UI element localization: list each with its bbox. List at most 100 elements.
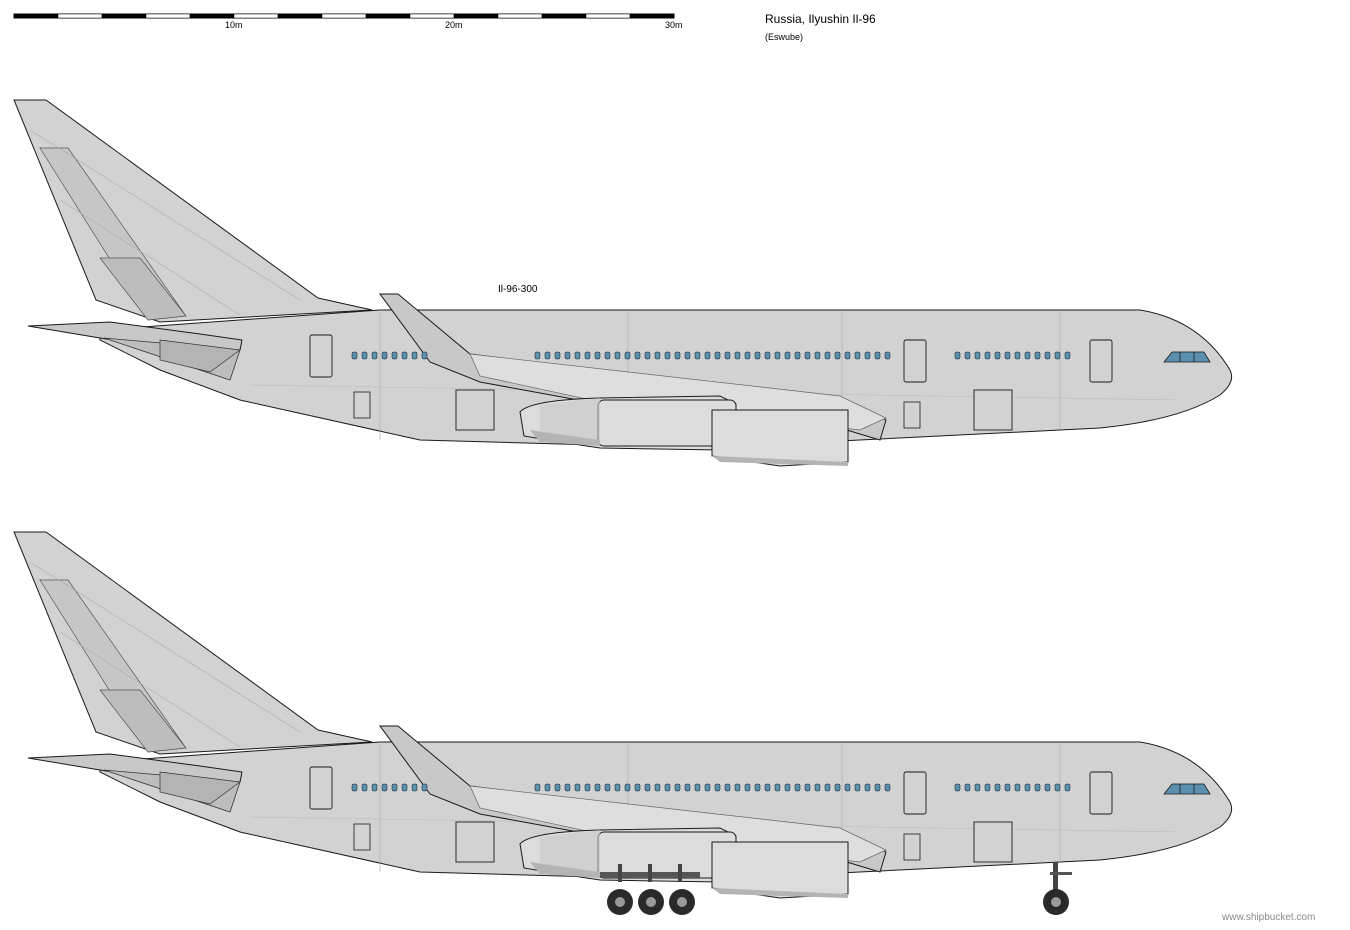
cabin-window xyxy=(764,783,771,792)
cabin-window xyxy=(361,783,368,792)
cabin-window xyxy=(964,351,971,360)
cabin-window xyxy=(584,783,591,792)
cabin-window xyxy=(704,783,711,792)
cabin-window xyxy=(1054,351,1061,360)
cabin-window xyxy=(574,783,581,792)
cabin-window xyxy=(744,351,751,360)
cabin-window xyxy=(634,351,641,360)
aircraft-top-retracted xyxy=(13,99,1233,467)
cabin-window xyxy=(1014,783,1021,792)
cabin-window xyxy=(874,783,881,792)
cabin-window xyxy=(351,783,358,792)
cabin-window xyxy=(704,351,711,360)
cabin-window xyxy=(964,783,971,792)
cabin-window xyxy=(381,351,388,360)
cabin-window xyxy=(994,783,1001,792)
cabin-window xyxy=(371,351,378,360)
cabin-window xyxy=(984,351,991,360)
cabin-window xyxy=(1064,351,1071,360)
cabin-window xyxy=(401,783,408,792)
landing-gear xyxy=(600,862,1072,915)
cabin-window xyxy=(974,351,981,360)
scale-label-30m: 30m xyxy=(665,20,683,30)
cabin-window xyxy=(794,783,801,792)
cabin-window xyxy=(644,351,651,360)
cabin-window xyxy=(654,783,661,792)
cabin-window xyxy=(724,351,731,360)
cabin-window xyxy=(954,351,961,360)
cabin-window xyxy=(1024,783,1031,792)
cabin-window xyxy=(684,783,691,792)
cabin-window xyxy=(854,351,861,360)
cabin-window xyxy=(1034,351,1041,360)
cabin-window xyxy=(351,351,358,360)
cabin-window xyxy=(624,783,631,792)
cabin-window xyxy=(804,351,811,360)
cabin-window xyxy=(724,783,731,792)
cabin-window xyxy=(854,783,861,792)
cabin-window xyxy=(411,351,418,360)
cabin-window xyxy=(1024,351,1031,360)
cabin-window xyxy=(884,783,891,792)
cabin-window xyxy=(554,783,561,792)
cabin-window xyxy=(614,783,621,792)
cabin-window xyxy=(974,783,981,792)
cabin-window xyxy=(1044,783,1051,792)
cabin-window xyxy=(874,351,881,360)
cabin-window xyxy=(844,351,851,360)
cabin-window xyxy=(754,351,761,360)
cabin-window xyxy=(411,783,418,792)
cabin-window xyxy=(421,783,428,792)
cabin-window xyxy=(1064,783,1071,792)
cabin-window xyxy=(391,351,398,360)
cabin-window xyxy=(714,351,721,360)
cabin-window xyxy=(734,351,741,360)
cabin-window xyxy=(1044,351,1051,360)
cabin-window xyxy=(654,351,661,360)
cabin-window xyxy=(864,351,871,360)
cabin-window xyxy=(684,351,691,360)
cabin-window xyxy=(774,783,781,792)
nose-gear xyxy=(1043,862,1072,915)
cabin-window xyxy=(594,783,601,792)
cabin-window xyxy=(584,351,591,360)
cabin-window xyxy=(381,783,388,792)
cabin-window xyxy=(664,351,671,360)
cabin-window xyxy=(714,783,721,792)
cabin-window xyxy=(814,351,821,360)
aircraft-bottom-extended xyxy=(13,531,1233,915)
cabin-window xyxy=(544,783,551,792)
cabin-window xyxy=(664,783,671,792)
cabin-window xyxy=(624,351,631,360)
cabin-window xyxy=(534,783,541,792)
cabin-window xyxy=(594,351,601,360)
cabin-window xyxy=(604,351,611,360)
cabin-window xyxy=(1054,783,1061,792)
cabin-window xyxy=(754,783,761,792)
cabin-window xyxy=(844,783,851,792)
cabin-window xyxy=(694,783,701,792)
cabin-window xyxy=(884,351,891,360)
cabin-window xyxy=(764,351,771,360)
cabin-window xyxy=(371,783,378,792)
cabin-window xyxy=(574,351,581,360)
cabin-window xyxy=(864,783,871,792)
cabin-window xyxy=(361,351,368,360)
cabin-window xyxy=(614,351,621,360)
cabin-window xyxy=(984,783,991,792)
cabin-window xyxy=(694,351,701,360)
main-gear xyxy=(600,864,700,915)
watermark: www.shipbucket.com xyxy=(1222,912,1316,923)
cabin-window xyxy=(834,351,841,360)
cabin-window xyxy=(1034,783,1041,792)
cabin-window xyxy=(1014,351,1021,360)
cabin-window xyxy=(674,351,681,360)
cabin-window xyxy=(1004,783,1011,792)
cabin-window xyxy=(784,351,791,360)
cabin-window xyxy=(674,783,681,792)
scale-label-20m: 20m xyxy=(445,20,463,30)
cabin-window xyxy=(421,351,428,360)
cabin-window xyxy=(734,783,741,792)
cabin-window xyxy=(744,783,751,792)
cabin-window xyxy=(834,783,841,792)
